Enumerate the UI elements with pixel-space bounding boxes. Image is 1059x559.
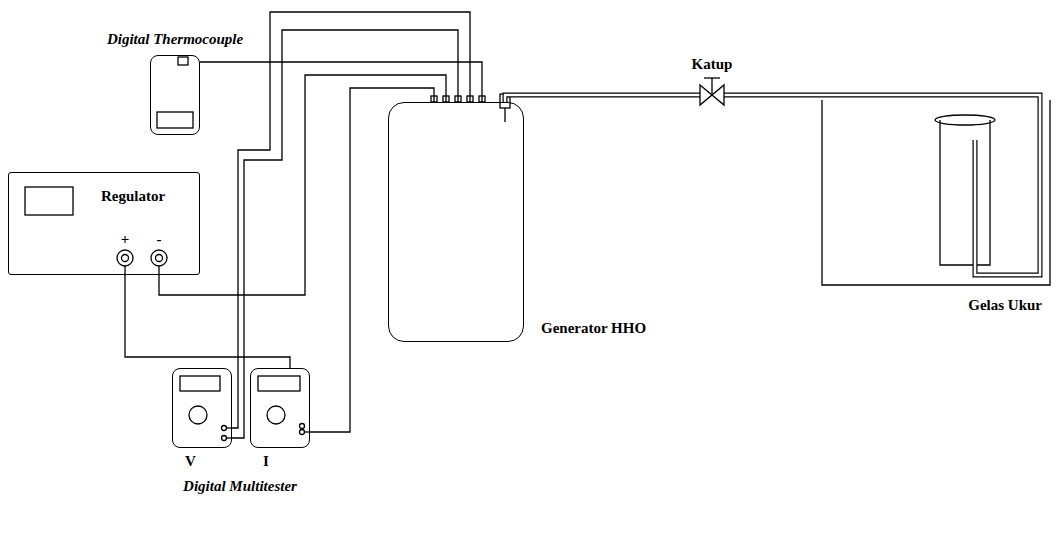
hho-generator: Generator HHO	[388, 102, 524, 342]
meter-jack	[300, 430, 305, 435]
valve-body	[700, 85, 724, 105]
terminal-lead	[124, 266, 125, 275]
instrument-caption: Digital Multitester	[183, 478, 297, 495]
meter-jack	[222, 426, 227, 431]
negative-terminal	[151, 250, 167, 266]
wire	[232, 12, 470, 428]
valve-stem	[711, 78, 712, 95]
terminal-sign: -	[157, 231, 162, 248]
wire	[310, 88, 434, 432]
terminal-lead	[158, 266, 159, 275]
measuring-cylinder	[940, 120, 990, 265]
node-label: Gelas Ukur	[968, 297, 1042, 314]
terminal-core	[156, 255, 163, 262]
meter-screen	[258, 376, 300, 391]
gas-tube-bore	[975, 100, 1040, 275]
pipe-bore	[505, 95, 700, 102]
wire-path	[310, 88, 434, 432]
water-basin	[822, 100, 1050, 285]
ammeter: I	[250, 368, 310, 448]
meter-dial	[189, 406, 207, 424]
pipe-wall	[505, 95, 700, 102]
wire	[125, 275, 290, 368]
node-label: I	[263, 453, 269, 470]
wire-path	[200, 62, 482, 102]
meter-jack	[300, 424, 305, 429]
gas-pipe	[724, 95, 1040, 100]
sensor-port	[178, 57, 188, 65]
positive-terminal	[117, 250, 133, 266]
regulator-box: Regulator	[8, 172, 200, 275]
wire-path	[159, 75, 446, 295]
thermocouple-device: Digital Thermocouple	[150, 55, 200, 135]
gas-pipe	[505, 95, 700, 102]
node-label: Katup	[692, 56, 733, 73]
wire	[159, 75, 446, 295]
pipe-bore	[724, 95, 1040, 100]
wire	[200, 62, 482, 102]
meter-jack	[222, 436, 227, 441]
thermo-display	[157, 112, 193, 128]
wire-path	[125, 275, 290, 368]
voltmeter: V	[172, 368, 232, 448]
wire	[232, 30, 458, 438]
pipe-wall	[724, 95, 1040, 100]
gas-tube	[975, 100, 1040, 275]
node-label: V	[185, 453, 196, 470]
terminal-core	[122, 255, 129, 262]
wire-path	[232, 30, 458, 438]
node-label: Regulator	[101, 188, 165, 205]
valve-handle	[704, 77, 720, 78]
meter-screen	[180, 376, 220, 391]
regulator-screen	[25, 187, 73, 215]
terminal-sign: +	[121, 231, 130, 248]
cylinder-rim	[935, 115, 995, 125]
valve-outline	[700, 85, 724, 105]
measuring-cylinder-basin: Gelas Ukur	[822, 100, 1050, 285]
node-label: Digital Thermocouple	[107, 31, 243, 48]
wire-path	[232, 12, 470, 428]
meter-dial	[267, 406, 285, 424]
valve-symbol: Katup	[700, 85, 724, 105]
node-label: Generator HHO	[541, 320, 646, 337]
